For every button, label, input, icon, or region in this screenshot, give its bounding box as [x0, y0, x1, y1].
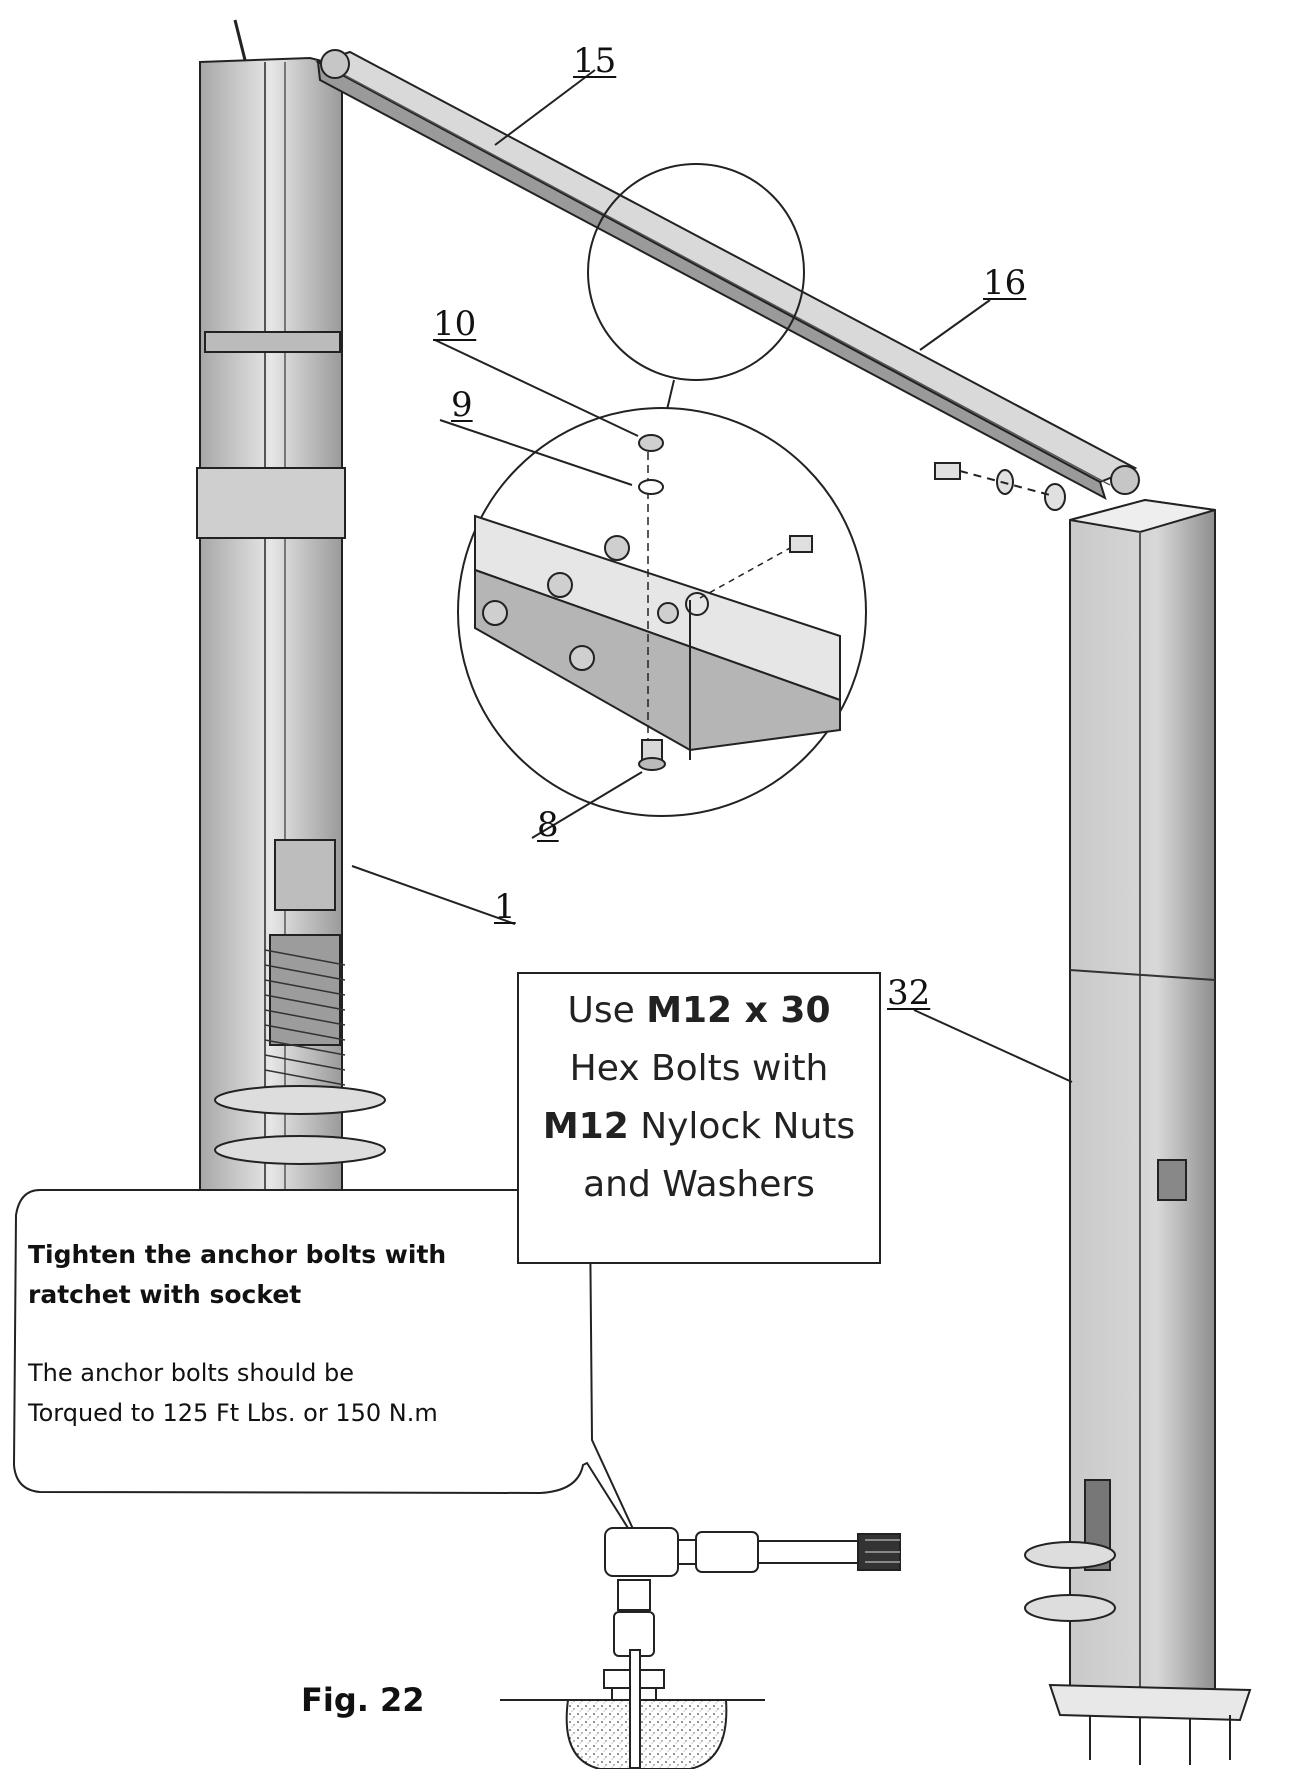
magnified-detail [457, 407, 867, 817]
overhead-beam [315, 49, 1140, 501]
note-line-4: and Washers [583, 1164, 815, 1205]
detail-source-circle [587, 163, 805, 381]
left-column [148, 56, 392, 1300]
part-label-15: 15 [573, 41, 617, 81]
note-line-2: Hex Bolts with [569, 1048, 829, 1089]
right-column [1024, 498, 1252, 1765]
note-line-1: Use M12 x 30 [567, 990, 831, 1031]
callout-text: Tighten the anchor bolts with ratchet wi… [28, 1235, 568, 1433]
part-label-16: 16 [983, 263, 1027, 303]
note-line-3: M12 Nylock Nuts [542, 1106, 856, 1147]
part-label-8: 8 [537, 805, 559, 845]
figure-caption: Fig. 22 [301, 1681, 425, 1719]
part-label-1: 1 [494, 887, 516, 927]
callout-body: The anchor bolts should be Torqued to 12… [28, 1359, 438, 1427]
part-label-10: 10 [433, 304, 477, 344]
hardware-note-box: Use M12 x 30 Hex Bolts with M12 Nylock N… [517, 972, 881, 1264]
part-label-32: 32 [887, 973, 931, 1013]
ratchet-illustration [500, 1527, 901, 1769]
part-label-9: 9 [451, 385, 473, 425]
callout-title: Tighten the anchor bolts with ratchet wi… [28, 1240, 447, 1309]
